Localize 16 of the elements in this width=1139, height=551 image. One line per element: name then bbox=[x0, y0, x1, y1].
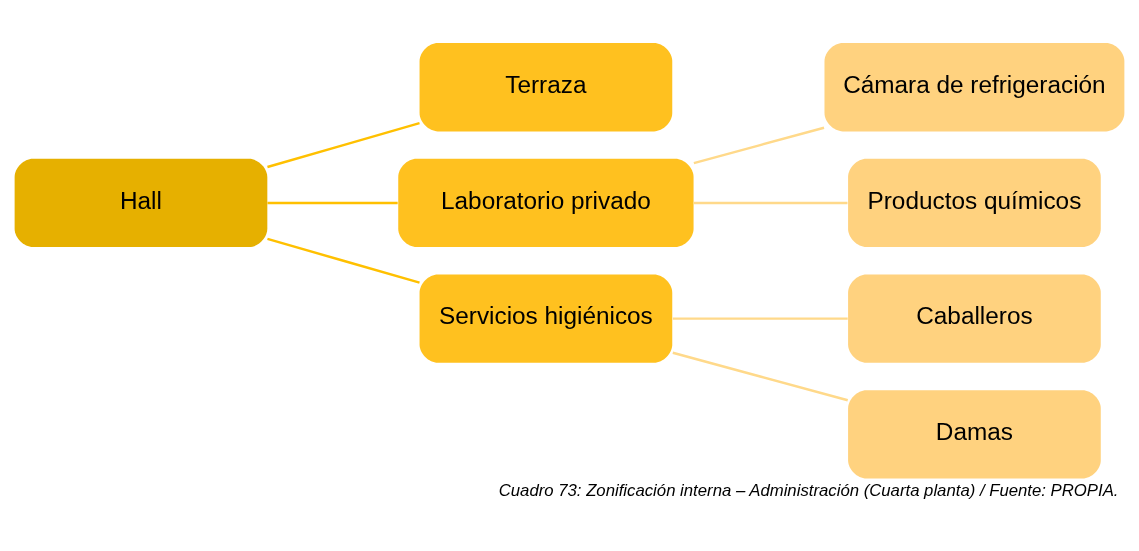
connector bbox=[267, 237, 420, 284]
node-box: Cámara de refrigeración bbox=[824, 42, 1125, 131]
node-box: Servicios higiénicos bbox=[419, 274, 673, 363]
connector bbox=[267, 121, 420, 168]
connector bbox=[672, 351, 849, 401]
node-box: Terraza bbox=[419, 42, 673, 131]
connector bbox=[267, 201, 398, 204]
connector bbox=[693, 201, 848, 204]
node-box: Hall bbox=[14, 158, 268, 247]
node-box: Damas bbox=[848, 389, 1101, 478]
node-box: Productos químicos bbox=[848, 158, 1101, 247]
caption: Cuadro 73: Zonificación interna – Administración (Cuarta planta) / Fuente: PROPIA. bbox=[498, 480, 1119, 500]
connector bbox=[672, 316, 848, 320]
node-box: Caballeros bbox=[848, 274, 1101, 363]
connector bbox=[693, 126, 825, 164]
node-box: Laboratorio privado bbox=[398, 158, 694, 247]
